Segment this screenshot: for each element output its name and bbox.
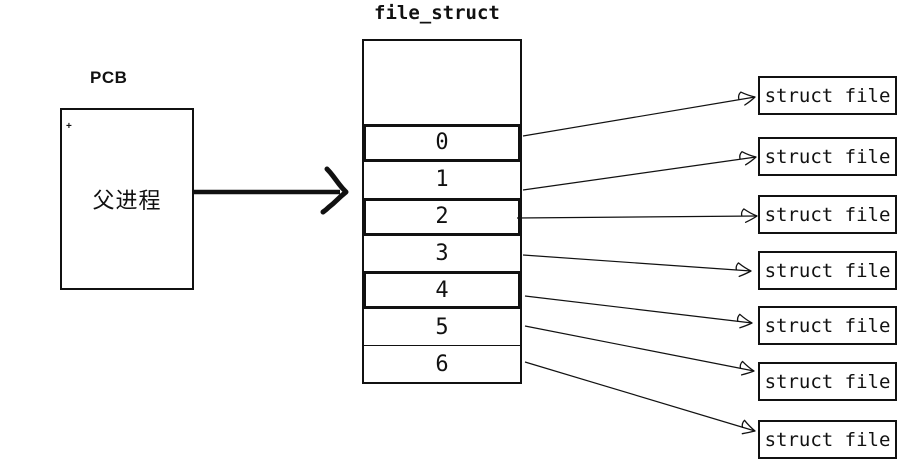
- hand-drawn-arrowhead: [737, 91, 756, 106]
- hand-drawn-arrowhead: [736, 313, 753, 329]
- file-struct-row-3: 3: [364, 234, 520, 272]
- file-struct-row-5: 5: [364, 308, 520, 345]
- pcb-title: PCB: [90, 68, 128, 87]
- struct-file-box-4: struct file: [758, 306, 897, 345]
- file-struct-row-4: 4: [364, 271, 520, 308]
- file-struct-title: file_struct: [374, 2, 500, 24]
- hand-drawn-arrowhead: [735, 262, 752, 278]
- fd-arrow-3: [522, 254, 752, 278]
- struct-file-box-0: struct file: [758, 76, 897, 115]
- file-struct-row-2: 2: [364, 197, 520, 235]
- file-struct-row-1: 1: [364, 160, 520, 198]
- pcb-box: + 父进程: [60, 108, 194, 290]
- fd-arrow-5: [524, 325, 755, 376]
- parent-process-label: 父进程: [92, 188, 162, 213]
- hand-drawn-arrowhead: [740, 208, 758, 223]
- fd-arrow-1: [522, 151, 757, 191]
- file-struct-empty-cell: [364, 41, 520, 124]
- file-struct-row-0: 0: [364, 124, 520, 161]
- fd-arrow-4: [524, 295, 753, 329]
- struct-file-box-5: struct file: [758, 362, 897, 401]
- pcb-to-filestruct-arrow: [194, 166, 349, 215]
- fd-arrow-2: [516, 208, 758, 223]
- fd-arrow-0: [522, 91, 756, 137]
- hand-drawn-arrowhead: [739, 151, 757, 166]
- struct-file-box-3: struct file: [758, 251, 897, 290]
- hand-drawn-arrowhead: [741, 419, 756, 435]
- hand-drawn-arrowhead: [739, 360, 755, 376]
- corner-mark: +: [66, 121, 72, 132]
- struct-file-box-6: struct file: [758, 420, 897, 459]
- struct-file-box-1: struct file: [758, 137, 897, 176]
- struct-file-box-2: struct file: [758, 195, 897, 234]
- fd-arrow-6: [524, 361, 756, 435]
- file-struct-row-6: 6: [364, 345, 520, 382]
- hand-drawn-arrowhead: [320, 166, 349, 215]
